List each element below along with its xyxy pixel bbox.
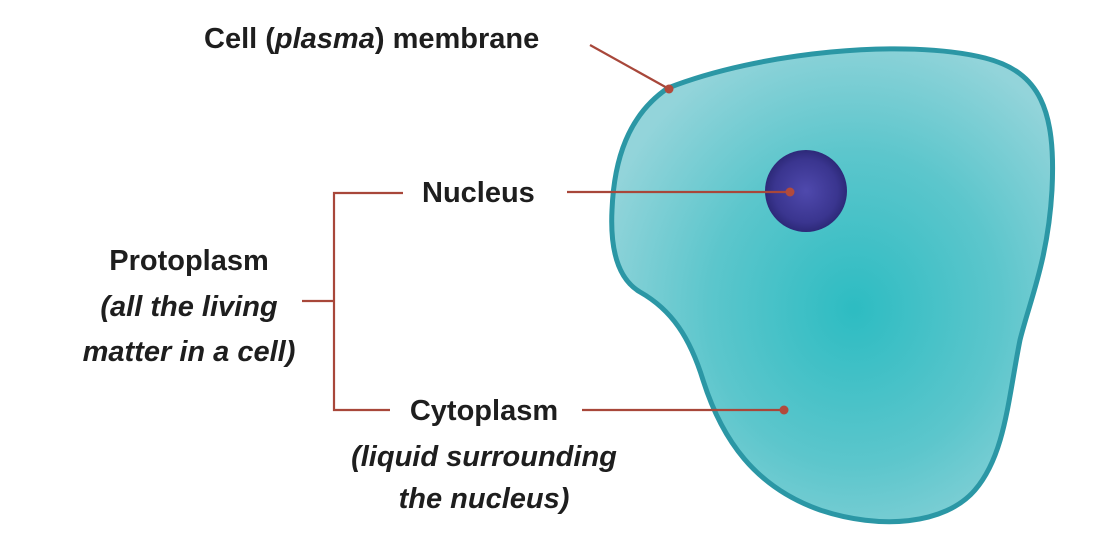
cytoplasm-pointer-dot bbox=[779, 405, 789, 415]
nucleus-label: Nucleus bbox=[422, 177, 535, 209]
protoplasm-note-line2: matter in a cell) bbox=[83, 336, 296, 368]
membrane-label-suffix: ) membrane bbox=[375, 23, 539, 55]
cytoplasm-note-line1: (liquid surrounding bbox=[351, 441, 617, 473]
nucleus-body bbox=[765, 150, 847, 232]
membrane-label-italic: plasma bbox=[274, 23, 375, 55]
protoplasm-note-line1: (all the living bbox=[100, 291, 278, 323]
protoplasm-bracket bbox=[302, 191, 403, 412]
protoplasm-label: Protoplasm bbox=[109, 245, 269, 277]
membrane-label: Cell (plasma) membrane bbox=[204, 23, 539, 55]
cytoplasm-note-line2: the nucleus) bbox=[399, 483, 570, 515]
membrane-leader-line bbox=[589, 44, 670, 90]
cell-membrane bbox=[609, 46, 1056, 525]
cytoplasm-label: Cytoplasm bbox=[410, 395, 558, 427]
membrane-pointer-dot bbox=[664, 84, 674, 94]
nucleus-pointer-dot bbox=[785, 187, 795, 197]
membrane-label-prefix: Cell ( bbox=[204, 23, 275, 55]
